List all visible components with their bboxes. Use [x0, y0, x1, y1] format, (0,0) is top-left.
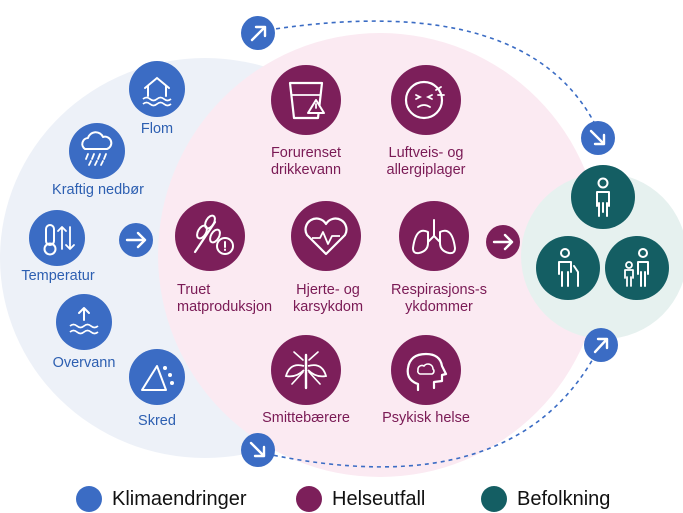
contaminated-water-icon	[271, 65, 341, 135]
health-label-respirasjonssykdommer: Respirasjons-sykdommer	[391, 282, 487, 315]
legend-dot-population	[481, 486, 507, 512]
health-label-luftveis-og-allergiplager: Luftveis- og allergiplager	[386, 145, 466, 178]
arrow-health-to-population-icon	[486, 225, 520, 259]
arrow-top-left-icon	[241, 16, 275, 50]
health-label-hjerte-og-karsykdom: Hjerte- og karsykdom	[292, 282, 364, 315]
legend-label-population: Befolkning	[517, 487, 611, 510]
arrow-top-right-icon	[581, 121, 615, 155]
lungs-icon	[399, 201, 469, 271]
climate-label-skred: Skred	[138, 413, 176, 429]
climate-label-temperatur: Temperatur	[21, 268, 95, 284]
top-dashed-arc	[267, 20, 599, 131]
elderly-person-icon	[536, 236, 600, 300]
arrow-bottom-right-icon	[584, 328, 618, 362]
parent-child-icon	[605, 236, 669, 300]
legend-item-climate: Klimaendringer	[76, 486, 247, 512]
arrow-climate-to-health-icon	[119, 223, 153, 257]
bottom-dashed-arc	[257, 341, 603, 468]
climate-label-kraftig-nedbor: Kraftig nedbør	[52, 182, 144, 198]
heavy-rain-icon	[69, 123, 125, 179]
legend-label-climate: Klimaendringer	[112, 487, 247, 510]
arrow-bottom-left-icon	[241, 433, 275, 467]
mosquito-icon	[271, 335, 341, 405]
surface-water-icon	[56, 294, 112, 350]
health-label-forurenset-drikkevann: Forurenset drikkevann	[270, 145, 342, 178]
health-region	[158, 33, 602, 477]
threatened-food-icon	[175, 201, 245, 271]
heart-icon	[291, 201, 361, 271]
adult-person-icon	[571, 165, 635, 229]
legend-item-population: Befolkning	[481, 486, 610, 512]
legend-dot-climate	[76, 486, 102, 512]
legend-item-health: Helseutfall	[296, 486, 425, 512]
climate-label-flom: Flom	[140, 121, 174, 137]
health-label-smittebaerere: Smittebærere	[262, 410, 350, 426]
climate-label-overvann: Overvann	[52, 355, 116, 371]
flood-icon	[129, 61, 185, 117]
allergy-icon	[391, 65, 461, 135]
temperature-icon	[29, 210, 85, 266]
legend-dot-health	[296, 486, 322, 512]
landslide-icon	[129, 349, 185, 405]
health-label-truet-matproduksjon: Truet matproduksjon	[177, 282, 273, 315]
legend-label-health: Helseutfall	[332, 487, 426, 510]
mental-health-icon	[391, 335, 461, 405]
health-label-psykisk-helse: Psykisk helse	[382, 410, 470, 426]
